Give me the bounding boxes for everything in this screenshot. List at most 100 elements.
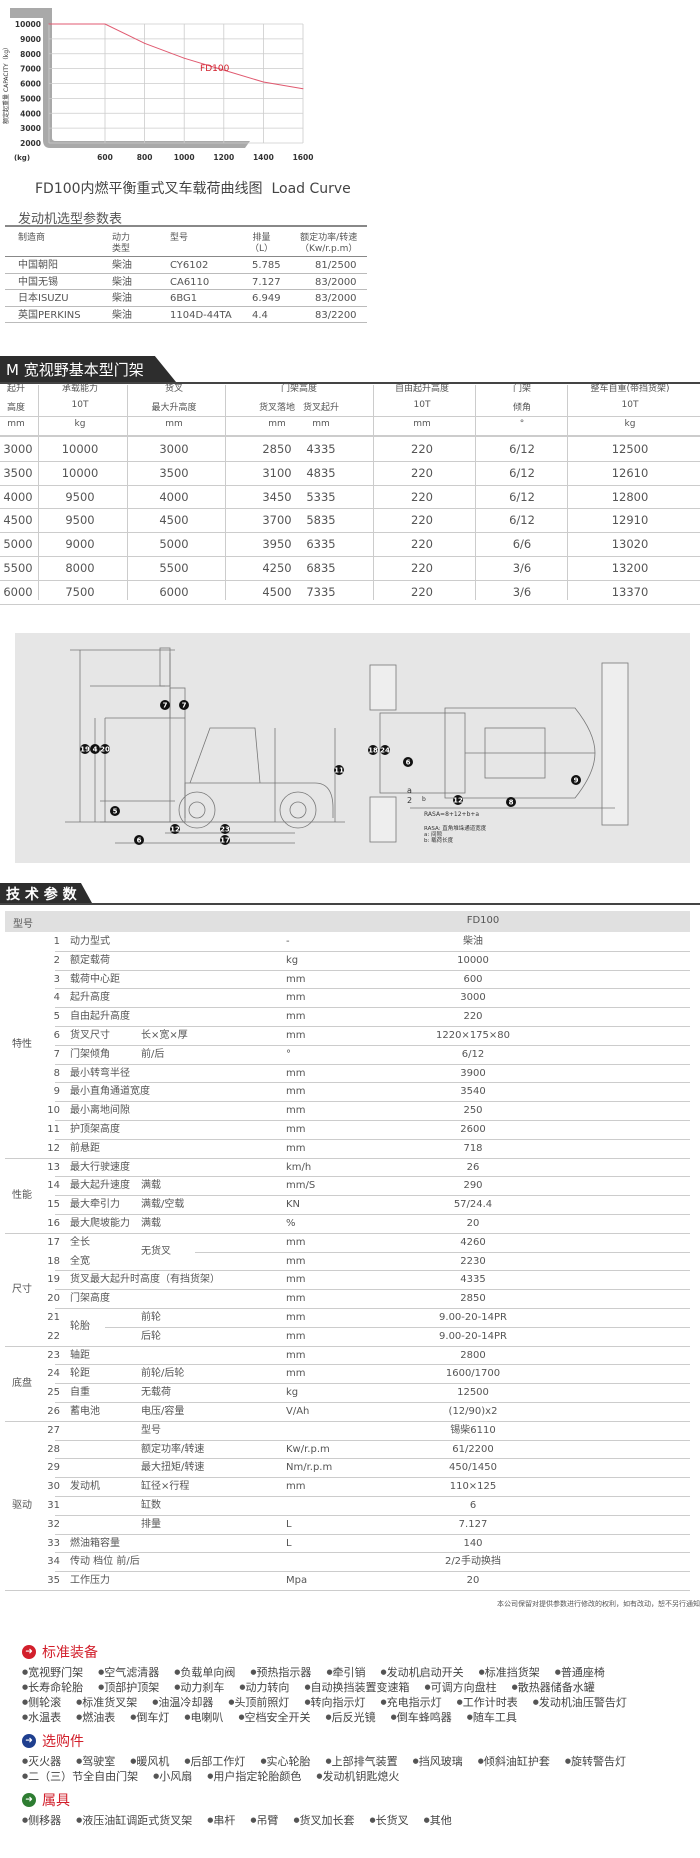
spec-name: 动力型式	[70, 936, 110, 947]
spec-number: 1	[53, 936, 60, 947]
divider	[0, 382, 700, 384]
callout-number: 20	[100, 746, 110, 754]
data-point	[302, 88, 304, 90]
spec-name: 额定载荷	[70, 954, 110, 966]
equipment-item: 燃油表	[76, 1710, 115, 1725]
spec-value: 12500	[457, 1387, 489, 1399]
row-divider	[0, 603, 700, 605]
equipment-item: 散热器储备水罐	[512, 1680, 595, 1695]
legend-line: a: 间隙	[424, 830, 442, 838]
spec-unit: mm	[286, 1481, 306, 1493]
mast-cell: 5000	[159, 537, 189, 552]
mast-header-cell: 起升	[6, 384, 25, 394]
row-divider	[5, 1590, 690, 1591]
spec-number: 26	[47, 1406, 60, 1417]
spec-unit: mm	[286, 1236, 306, 1248]
equipment-item: 负载单向阀	[174, 1665, 235, 1680]
row-divider	[55, 1270, 690, 1272]
equipment-item: 用户指定轮胎颜色	[207, 1769, 301, 1784]
spec-number: 32	[47, 1518, 60, 1530]
equipment-group-header: ➜标准装备	[22, 1642, 692, 1662]
spec-sub: 前轮/后轮	[141, 1368, 185, 1380]
engine-header-cell: 排量 （L）	[250, 233, 274, 254]
equipment-line: 宽视野门架空气滤清器负载单向阀预热指示器牵引销发动机启动开关标准挡货架普通座椅	[22, 1665, 692, 1680]
equipment-item: 油温冷却器	[152, 1695, 213, 1710]
engine-cell: 中国无锡	[18, 276, 58, 288]
spec-number: 21	[47, 1312, 60, 1323]
mast-cell: 5335	[306, 489, 336, 504]
spec-value: 2230	[460, 1255, 486, 1267]
mast-cell: 220	[411, 513, 433, 528]
row-divider	[0, 435, 700, 437]
spec-name: 最大行驶速度	[70, 1161, 130, 1173]
equipment-item: 普通座椅	[555, 1665, 605, 1680]
row-divider	[0, 579, 700, 581]
spec-unit: V/Ah	[286, 1406, 310, 1417]
mast-header-cell: 门架高度	[280, 384, 317, 394]
spec-value: 220	[463, 1011, 483, 1023]
row-divider	[55, 1063, 690, 1065]
y-tick-label: 9000	[20, 35, 41, 44]
spec-number: 19	[47, 1274, 60, 1286]
spec-unit: mm	[286, 1105, 306, 1117]
spec-unit: mm	[286, 1030, 306, 1041]
spec-unit: kg	[286, 954, 299, 966]
spec-name: 全长	[70, 1236, 90, 1248]
spec-sub: 长×宽×厚	[141, 1030, 188, 1041]
mast-cell: 3500	[159, 465, 189, 480]
spec-unit: Kw/r.p.m	[286, 1443, 330, 1455]
spec-number: 5	[53, 1011, 60, 1023]
row-divider	[55, 1308, 690, 1309]
mast-header-cell: 承载能力	[61, 384, 98, 394]
callout-number: 7	[163, 702, 168, 710]
equipment-item: 长寿命轮胎	[22, 1680, 83, 1695]
spec-value: 1220×175×80	[435, 1030, 511, 1041]
row-divider	[55, 950, 690, 952]
spec-number: 33	[47, 1537, 60, 1549]
spec-unit: km/h	[286, 1161, 312, 1173]
spec-number: 10	[47, 1105, 60, 1117]
equipment-item: 长货叉	[370, 1813, 409, 1828]
spec-sub: 缸数	[141, 1500, 161, 1511]
equipment-item: 标准货叉架	[76, 1695, 137, 1710]
spec-number: 24	[47, 1368, 60, 1380]
equipment-item: 灭火器	[22, 1754, 61, 1769]
model-label: 型号	[13, 919, 33, 930]
callout-number: 6	[406, 759, 411, 767]
callout-marker	[170, 824, 180, 834]
spec-name: 门架倾角	[70, 1048, 110, 1060]
spec-value: 6	[469, 1500, 477, 1511]
spec-unit: mm	[286, 1086, 306, 1098]
tech-section-title: 技 术 参 数	[0, 883, 92, 903]
equipment-item: 倒车蜂鸣器	[391, 1710, 452, 1725]
mast-cell: 7335	[306, 584, 336, 599]
y-tick-label: 5000	[20, 94, 41, 103]
row-divider	[55, 1026, 690, 1027]
spec-value: 250	[463, 1105, 483, 1117]
mast-cell: 4500	[159, 513, 189, 528]
row-divider	[55, 1044, 690, 1046]
mast-cell: 6/6	[512, 537, 532, 552]
equipment-item: 发动机启动开关	[381, 1665, 464, 1680]
engine-cell: 柴油	[112, 309, 132, 321]
data-point	[262, 81, 264, 83]
engine-cell: 7.127	[252, 276, 281, 288]
mast-header-cell: 门架	[512, 384, 531, 394]
spec-unit: mm	[286, 1011, 306, 1023]
engine-cell: 83/2200	[315, 309, 357, 321]
spec-name: 最大爬坡能力	[70, 1218, 130, 1229]
equipment-item: 暖风机	[130, 1754, 169, 1769]
engine-cell: 81/2500	[315, 260, 357, 271]
mast-cell: 12910	[611, 513, 649, 528]
row-divider	[55, 1082, 690, 1084]
mast-header-cell: 货叉	[164, 384, 183, 394]
mast-cell: 6/12	[509, 465, 535, 480]
